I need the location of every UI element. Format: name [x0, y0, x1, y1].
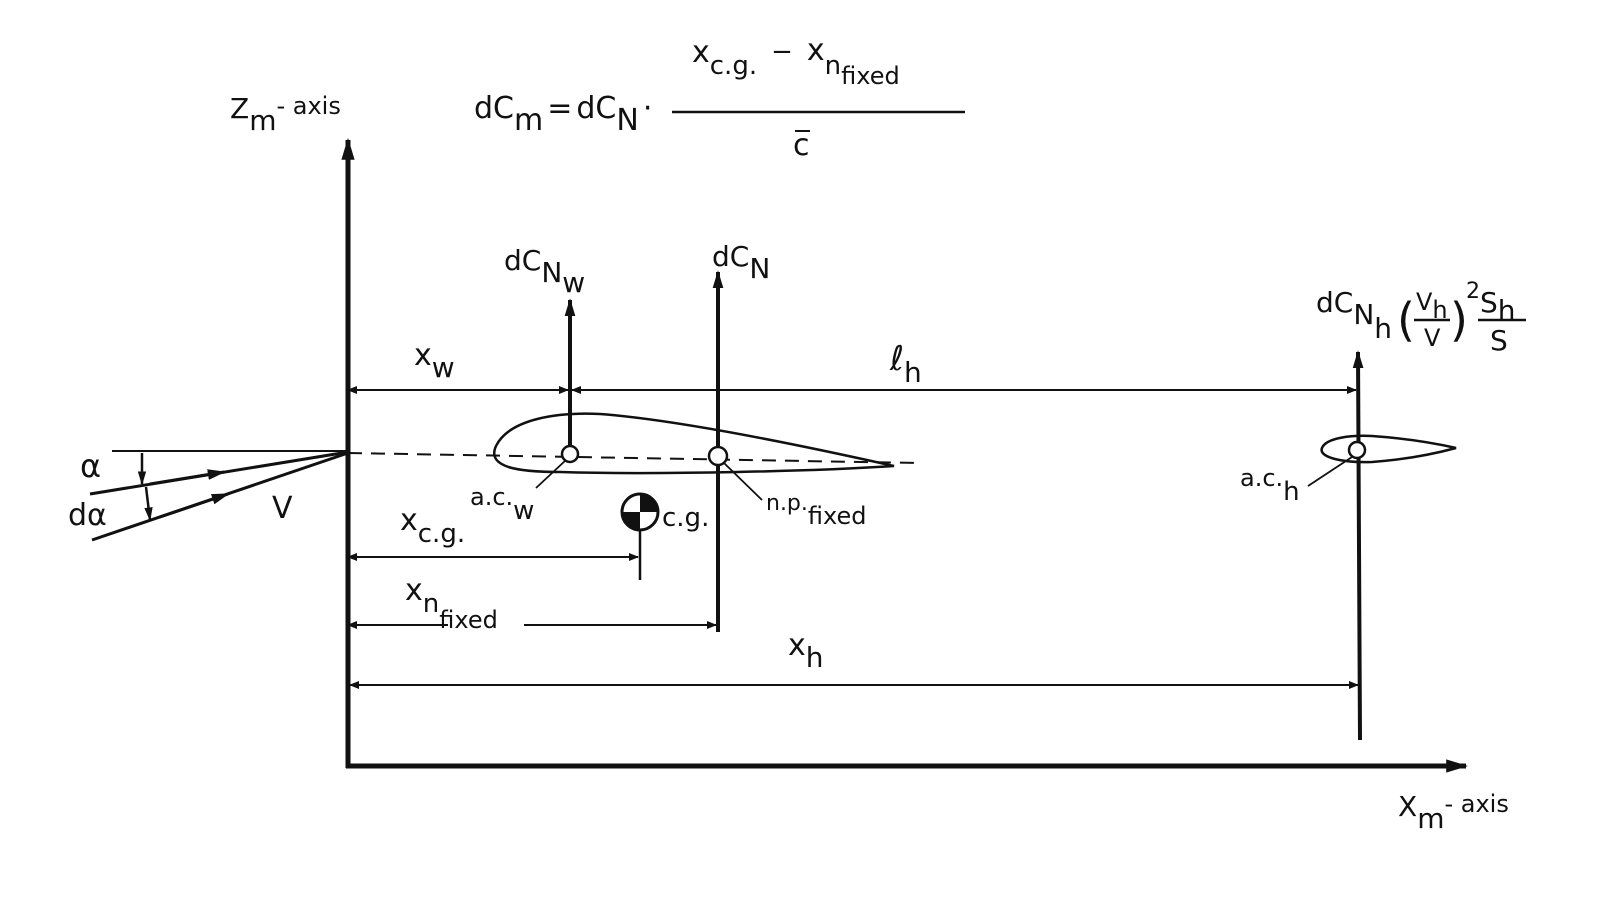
- chord-line: [347, 452, 919, 464]
- moment-formula: dCm=dCN· xc.g.−xnfixed c: [474, 33, 965, 163]
- wing-ac-label: a.c.w: [470, 483, 534, 526]
- svg-text:V: V: [1424, 324, 1441, 352]
- xh-label: xh: [788, 628, 824, 674]
- tail-ac-label: a.c.h: [1240, 464, 1300, 507]
- tail-airfoil: [1320, 434, 1457, 464]
- svg-text:xc.g.−xnfixed: xc.g.−xnfixed: [692, 33, 900, 90]
- tail-lift-arrow: [1352, 350, 1364, 741]
- xw-label: xw: [414, 338, 455, 384]
- svg-text:(: (: [1397, 293, 1415, 347]
- tail-lift-label: dCNh ( Vh V ) 2 Sh S: [1316, 279, 1526, 357]
- total-lift-label: dCN: [712, 240, 770, 285]
- ach-leader: [1307, 456, 1353, 487]
- svg-text:S: S: [1490, 324, 1508, 357]
- lh-label: ℓh: [889, 339, 922, 389]
- flow-arrowhead-1: [149, 469, 226, 486]
- neutral-point-marker: [707, 445, 729, 467]
- tail-ac-marker: [1347, 440, 1367, 460]
- xcg-label: xc.g.: [400, 503, 465, 549]
- cg-label: c.g.: [662, 503, 709, 533]
- xn-label: xnfixed: [405, 573, 498, 634]
- dalpha-angle-arrow: [144, 486, 153, 522]
- cg-symbol: [620, 492, 660, 580]
- acw-leader: [535, 459, 567, 489]
- wing-ac-marker: [560, 444, 580, 464]
- wing-lift-label: dCNw: [504, 244, 585, 299]
- svg-text:dCNh: dCNh: [1316, 286, 1392, 345]
- x-axis-label: Xm- axis: [1398, 790, 1509, 835]
- wing-airfoil: [493, 412, 895, 475]
- svg-text:dCm=dCN·: dCm=dCN·: [474, 91, 652, 138]
- neutral-point-label: n.p.fixed: [766, 491, 867, 530]
- svg-text:2: 2: [1466, 279, 1480, 304]
- flow-arrowhead-2: [159, 492, 230, 519]
- dalpha-symbol: dα: [68, 498, 107, 533]
- svg-text:Vh: Vh: [1416, 288, 1448, 324]
- velocity-label: V: [272, 491, 293, 526]
- np-leader: [723, 462, 763, 501]
- svg-text:): ): [1450, 293, 1468, 347]
- z-axis-label: Zm- axis: [230, 92, 341, 137]
- mean-chord-symbol: c: [793, 128, 810, 163]
- alpha-symbol: α: [80, 447, 101, 485]
